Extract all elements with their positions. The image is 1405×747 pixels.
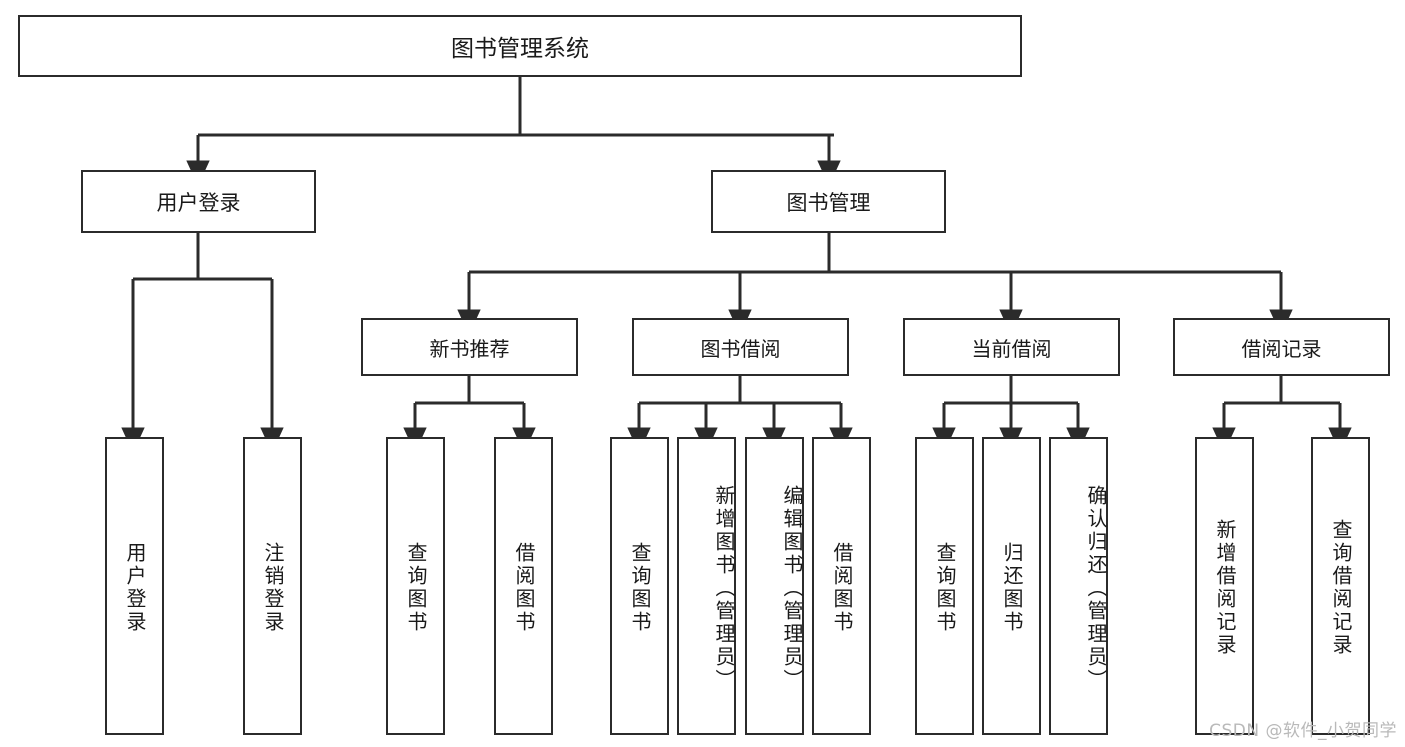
node-label: 图书管理系统 [451, 36, 589, 62]
leaf-borrow-book[interactable]: 借阅图书 [812, 437, 871, 735]
node-label: 新增图书（管理员） [712, 484, 736, 692]
node-label: 用户登录 [156, 190, 241, 215]
node-label: 查询图书 [628, 542, 652, 634]
leaf-borrow-book-recommend[interactable]: 借阅图书 [494, 437, 553, 735]
node-label: 新书推荐 [429, 336, 510, 361]
node-label: 注销登录 [261, 542, 285, 634]
leaf-user-login[interactable]: 用户登录 [105, 437, 164, 735]
node-user-login[interactable]: 用户登录 [81, 170, 316, 233]
node-label: 编辑图书（管理员） [780, 484, 804, 692]
leaf-confirm-return-admin[interactable]: 确认归还（管理员） [1049, 437, 1108, 735]
node-label: 新增借阅记录 [1213, 519, 1237, 657]
node-book-borrow[interactable]: 图书借阅 [632, 318, 849, 376]
node-label: 借阅图书 [830, 542, 854, 634]
node-new-book-recommend[interactable]: 新书推荐 [361, 318, 578, 376]
leaf-add-book-admin[interactable]: 新增图书（管理员） [677, 437, 736, 735]
node-label: 确认归还（管理员） [1084, 484, 1108, 692]
node-label: 图书借阅 [700, 336, 781, 361]
node-label: 用户登录 [123, 542, 147, 634]
node-label: 借阅记录 [1241, 336, 1322, 361]
node-label: 查询借阅记录 [1329, 519, 1353, 657]
leaf-query-book-borrow[interactable]: 查询图书 [610, 437, 669, 735]
leaf-query-book-current[interactable]: 查询图书 [915, 437, 974, 735]
node-borrow-record[interactable]: 借阅记录 [1173, 318, 1390, 376]
leaf-query-borrow-record[interactable]: 查询借阅记录 [1311, 437, 1370, 735]
node-label: 图书管理 [786, 190, 871, 215]
node-label: 借阅图书 [512, 542, 536, 634]
node-root-book-management-system[interactable]: 图书管理系统 [18, 15, 1022, 77]
node-label: 查询图书 [404, 542, 428, 634]
leaf-logout[interactable]: 注销登录 [243, 437, 302, 735]
leaf-add-borrow-record[interactable]: 新增借阅记录 [1195, 437, 1254, 735]
node-current-borrow[interactable]: 当前借阅 [903, 318, 1120, 376]
csdn-watermark: CSDN @软件_小贺同学 [1209, 721, 1397, 741]
node-book-management[interactable]: 图书管理 [711, 170, 946, 233]
leaf-edit-book-admin[interactable]: 编辑图书（管理员） [745, 437, 804, 735]
leaf-query-book-recommend[interactable]: 查询图书 [386, 437, 445, 735]
node-label: 查询图书 [933, 542, 957, 634]
node-label: 归还图书 [1000, 542, 1024, 634]
node-label: 当前借阅 [971, 336, 1052, 361]
leaf-return-book[interactable]: 归还图书 [982, 437, 1041, 735]
